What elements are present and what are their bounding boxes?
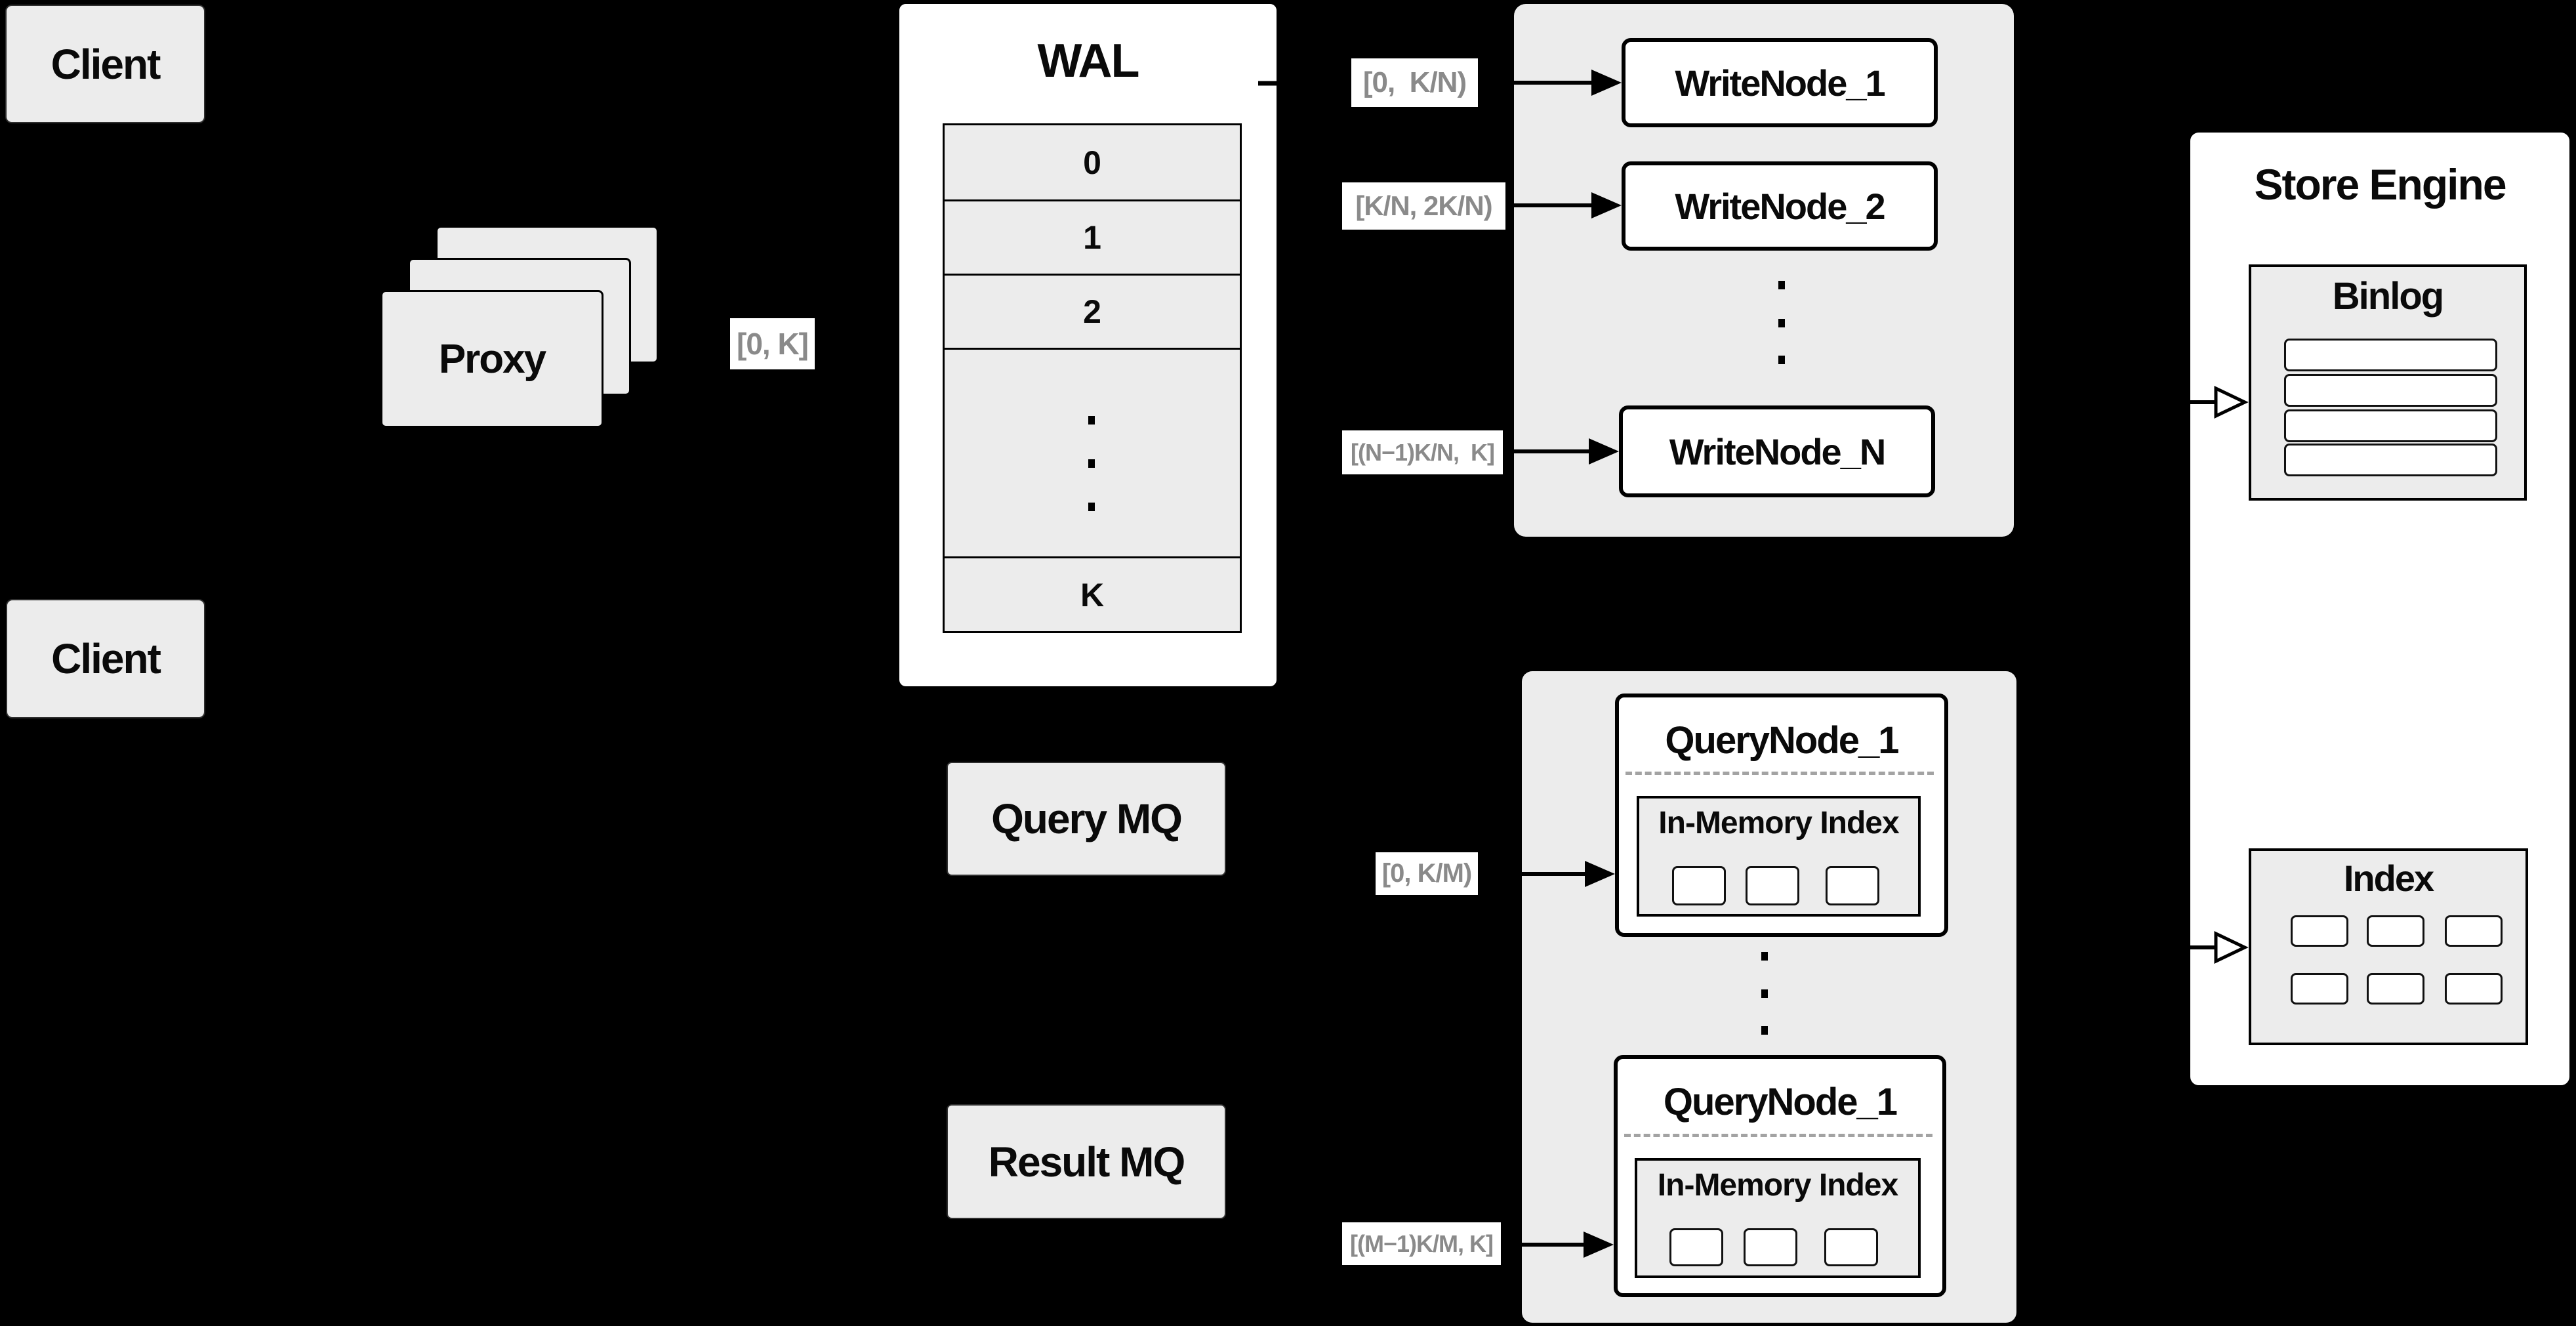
wal-ellipsis-dot [1088, 503, 1095, 511]
in-memory-segment [1672, 866, 1726, 905]
index-cell [2291, 915, 2348, 947]
write-node-n: WriteNode_N [1619, 405, 1935, 497]
write-node-2: WriteNode_2 [1622, 161, 1938, 251]
wal-cell-k: K [945, 556, 1240, 631]
binlog-row [2284, 374, 2497, 407]
range-label-query-1: [0, K/M) [1376, 852, 1478, 895]
in-memory-index-title-1: In-Memory Index [1658, 806, 1899, 840]
index-cell [2445, 915, 2503, 947]
in-memory-segment [1826, 866, 1879, 905]
binlog-row [2284, 444, 2497, 476]
wal-title: WAL [1037, 35, 1140, 87]
index-cell [2445, 973, 2503, 1005]
in-memory-segment [1744, 1228, 1797, 1266]
query-ellipsis-dot [1761, 989, 1768, 998]
in-memory-segment [1824, 1228, 1878, 1266]
wal-cell-0: 0 [1083, 144, 1101, 181]
client-node-bottom: Client [6, 599, 205, 718]
wal-ellipsis-dot [1088, 459, 1095, 468]
in-memory-segment [1669, 1228, 1723, 1266]
in-memory-index-title-2: In-Memory Index [1657, 1168, 1898, 1203]
write-ellipsis-dot [1778, 281, 1785, 289]
wal-ellipsis-dot [1088, 416, 1095, 425]
wal-cell-1: 1 [945, 199, 1240, 274]
client-node-top: Client [5, 5, 205, 123]
in-memory-segment [1746, 866, 1799, 905]
query-ellipsis-dot [1761, 952, 1768, 961]
binlog-row [2284, 339, 2497, 371]
index-cell [2291, 973, 2348, 1005]
query-node-1-title: QueryNode_1 [1665, 719, 1899, 762]
query-node-m-title: QueryNode_1 [1663, 1081, 1898, 1123]
index-cell [2367, 973, 2424, 1005]
write-ellipsis-dot [1778, 356, 1785, 364]
store-engine-title: Store Engine [2254, 160, 2506, 209]
write-ellipsis-dot [1778, 319, 1785, 327]
query-node-1-separator [1625, 772, 1934, 775]
query-ellipsis-dot [1761, 1026, 1768, 1035]
write-node-1: WriteNode_1 [1622, 38, 1938, 127]
range-label-proxy: [0, K] [730, 318, 815, 369]
range-label-write-2: [K/N, 2K/N) [1342, 182, 1505, 230]
range-label-query-m: [(M−1)K/M, K] [1342, 1222, 1501, 1265]
index-box [2249, 848, 2528, 1045]
query-mq-node: Query MQ [947, 762, 1226, 876]
wal-cell-ellipsis [945, 348, 1240, 556]
range-label-write-n: [(N−1)K/N, K] [1342, 430, 1503, 474]
query-node-m-separator [1624, 1134, 1932, 1137]
index-title: Index [2343, 858, 2434, 899]
binlog-title: Binlog [2332, 275, 2444, 318]
index-cell [2367, 915, 2424, 947]
wal-cell-2: 2 [945, 274, 1240, 348]
binlog-row [2284, 409, 2497, 442]
wal-table: 0 1 2 K [943, 123, 1242, 633]
result-mq-node: Result MQ [947, 1104, 1226, 1219]
proxy-node: Proxy [380, 290, 603, 428]
range-label-write-1: [0, K/N) [1351, 58, 1478, 107]
